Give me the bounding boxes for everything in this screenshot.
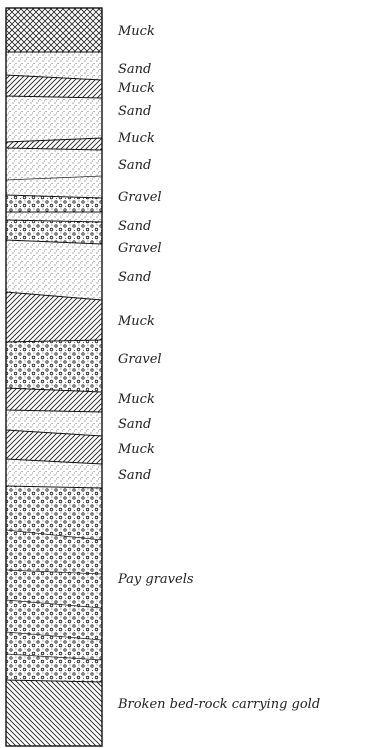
stratum-label: Gravel <box>118 191 162 204</box>
stratum-label: Sand <box>118 271 151 284</box>
stratum-label: Muck <box>118 443 155 456</box>
stratum-label: Sand <box>118 220 151 233</box>
stratum-label: Muck <box>118 25 155 38</box>
stratum-label: Sand <box>118 63 151 76</box>
stratum-label: Sand <box>118 105 151 118</box>
stratum-12 <box>6 340 102 392</box>
stratum-label: Gravel <box>118 353 162 366</box>
stratum-17 <box>6 486 102 682</box>
stratum-label: Muck <box>118 315 155 328</box>
stratum-label: Sand <box>118 418 151 431</box>
stratum-10 <box>6 240 102 300</box>
stratum-label: Sand <box>118 469 151 482</box>
stratum-1 <box>6 8 102 52</box>
stratum-18 <box>6 680 102 746</box>
stratum-label: Muck <box>118 132 155 145</box>
stratum-label: Gravel <box>118 242 162 255</box>
stratum-label: Pay gravels <box>118 573 194 586</box>
stratum-6 <box>6 148 102 198</box>
stratum-label: Sand <box>118 159 151 172</box>
stratum-11 <box>6 292 102 342</box>
stratum-label: Broken bed-rock carrying gold <box>118 698 320 711</box>
stratum-label: Muck <box>118 82 155 95</box>
stratum-label: Muck <box>118 393 155 406</box>
stratum-4 <box>6 96 102 142</box>
